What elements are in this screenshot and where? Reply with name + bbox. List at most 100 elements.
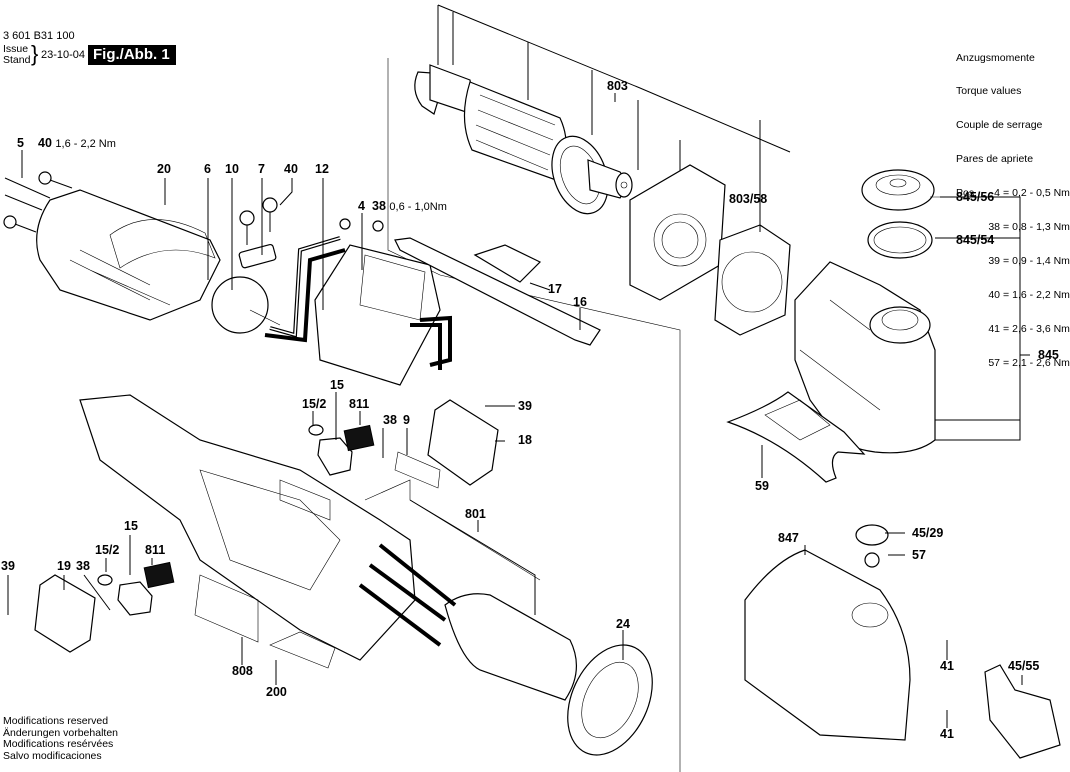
callout-39: 39 bbox=[518, 399, 532, 413]
footer-line-fr: Modifications resérvées bbox=[3, 738, 114, 750]
switch-cap-17 bbox=[473, 244, 542, 283]
callout-15-2: 15/2 bbox=[302, 397, 327, 411]
callout-6: 6 bbox=[204, 162, 211, 176]
callout-845-56: 845/56 bbox=[956, 190, 995, 204]
callout-18: 18 bbox=[518, 433, 532, 447]
footer-line-es: Salvo modificaciones bbox=[3, 749, 102, 762]
cable-wires bbox=[264, 236, 346, 343]
callout-39b: 39 bbox=[1, 559, 15, 573]
armature-803 bbox=[414, 4, 791, 240]
torque-value: 2,1 - 2,6 Nm bbox=[1012, 356, 1070, 369]
torque-pos: 39 bbox=[988, 254, 1000, 267]
callout-845-54: 845/54 bbox=[956, 233, 995, 247]
gear-head-845 bbox=[794, 169, 1030, 454]
motor-housing-20 bbox=[4, 150, 281, 334]
torque-title-fr: Couple de serrage bbox=[956, 119, 1043, 132]
callout-38-torque: 0,6 - 1,0Nm bbox=[389, 201, 447, 213]
torque-row: 40= 1,6 - 2,2 Nm bbox=[956, 288, 1070, 301]
callout-17: 17 bbox=[548, 282, 562, 296]
label-9 bbox=[394, 451, 441, 489]
torque-row: Pos. 4= 0,2 - 0,5 Nm bbox=[956, 187, 1070, 200]
callout-57: 57 bbox=[912, 548, 926, 562]
callout-845: 845 bbox=[1038, 348, 1059, 362]
callout-38b: 38 bbox=[383, 413, 397, 427]
torque-table: Anzugsmomente Torque values Couple de se… bbox=[956, 30, 1070, 380]
callout-9: 9 bbox=[403, 413, 410, 427]
torque-row: 57= 2,1 - 2,6 Nm bbox=[956, 356, 1070, 369]
torque-value: 2,6 - 3,6 Nm bbox=[1012, 322, 1070, 335]
callout-811: 811 bbox=[349, 397, 370, 411]
screws bbox=[3, 171, 384, 245]
callout-41b: 41 bbox=[940, 727, 954, 741]
callout-45-29: 45/29 bbox=[912, 526, 944, 540]
torque-row: 39= 0,9 - 1,4 Nm bbox=[956, 254, 1070, 267]
label-200 bbox=[269, 631, 336, 669]
torque-pos: 40 bbox=[988, 288, 1000, 301]
shroud-59 bbox=[726, 391, 866, 483]
torque-value: 0,2 - 0,5 Nm bbox=[1012, 187, 1070, 200]
callout-24: 24 bbox=[616, 617, 630, 631]
callout-808: 808 bbox=[232, 664, 253, 678]
callout-45-55: 45/55 bbox=[1008, 659, 1040, 673]
callout-847: 847 bbox=[778, 531, 799, 545]
torque-value: 0,8 - 1,3 Nm bbox=[1012, 221, 1070, 234]
callout-59: 59 bbox=[755, 479, 769, 493]
brace: } bbox=[31, 41, 39, 66]
callout-7: 7 bbox=[258, 162, 265, 176]
torque-pos: 57 bbox=[988, 356, 1000, 369]
issue-date: 23-10-04 bbox=[41, 49, 86, 61]
stator-801 bbox=[358, 499, 578, 701]
callout-41: 41 bbox=[940, 659, 954, 673]
callout-20: 20 bbox=[157, 162, 171, 176]
callout-40-number: 40 bbox=[38, 136, 52, 150]
callout-16: 16 bbox=[573, 295, 587, 309]
callout-38c: 38 bbox=[76, 559, 90, 573]
callout-19: 19 bbox=[57, 559, 71, 573]
footer-line-en: Modifications reserved bbox=[3, 715, 109, 727]
torque-pos: 4 bbox=[994, 187, 1000, 200]
torque-title-de: Anzugsmomente bbox=[956, 51, 1035, 64]
main-housing bbox=[79, 394, 541, 661]
label-808 bbox=[194, 574, 259, 643]
cable-clamp-7 bbox=[238, 243, 277, 269]
callout-811b: 811 bbox=[145, 543, 166, 557]
brush-cover-18 bbox=[427, 399, 499, 486]
guide-ring-24 bbox=[567, 630, 653, 756]
pos-label: Pos. bbox=[956, 187, 978, 200]
callout-10: 10 bbox=[225, 162, 239, 176]
leader-lines bbox=[7, 178, 1023, 728]
callout-15b: 15 bbox=[124, 519, 138, 533]
brush-holders bbox=[97, 424, 375, 616]
callout-5: 5 bbox=[17, 136, 24, 150]
torque-pos: 41 bbox=[988, 322, 1000, 335]
callout-4: 4 bbox=[358, 199, 365, 213]
part-45-55 bbox=[984, 664, 1061, 759]
callout-15-2b: 15/2 bbox=[95, 543, 120, 557]
figure-label: Fig./Abb. 1 bbox=[88, 45, 176, 65]
callout-12: 12 bbox=[315, 162, 329, 176]
torque-value: 0,9 - 1,4 Nm bbox=[1012, 254, 1070, 267]
part-number: 3 601 B31 100 bbox=[3, 30, 75, 42]
callout-803-58: 803/58 bbox=[729, 192, 768, 206]
torque-title-en: Torque values bbox=[956, 85, 1022, 98]
callout-38: 38 0,6 - 1,0Nm bbox=[372, 200, 447, 214]
callout-801: 801 bbox=[465, 507, 486, 521]
brush-cover-19 bbox=[34, 574, 96, 653]
stand-label: Stand bbox=[3, 54, 31, 66]
cover-847 bbox=[744, 524, 911, 741]
gasket-803-58 bbox=[714, 224, 791, 336]
torque-title-es: Pares de apriete bbox=[956, 153, 1034, 166]
callout-40: 40 1,6 - 2,2 Nm bbox=[38, 137, 116, 151]
torque-value: 1,6 - 2,2 Nm bbox=[1012, 288, 1070, 301]
callout-38-number: 38 bbox=[372, 199, 386, 213]
callout-803: 803 bbox=[607, 79, 628, 93]
torque-pos: 38 bbox=[988, 221, 1000, 234]
callout-40-torque: 1,6 - 2,2 Nm bbox=[55, 138, 116, 150]
callout-40b: 40 bbox=[284, 162, 298, 176]
callout-200: 200 bbox=[266, 685, 287, 699]
torque-row: 38= 0,8 - 1,3 Nm bbox=[956, 221, 1070, 234]
switch-12 bbox=[314, 244, 452, 386]
bearing-plate bbox=[629, 164, 726, 301]
callout-15: 15 bbox=[330, 378, 344, 392]
